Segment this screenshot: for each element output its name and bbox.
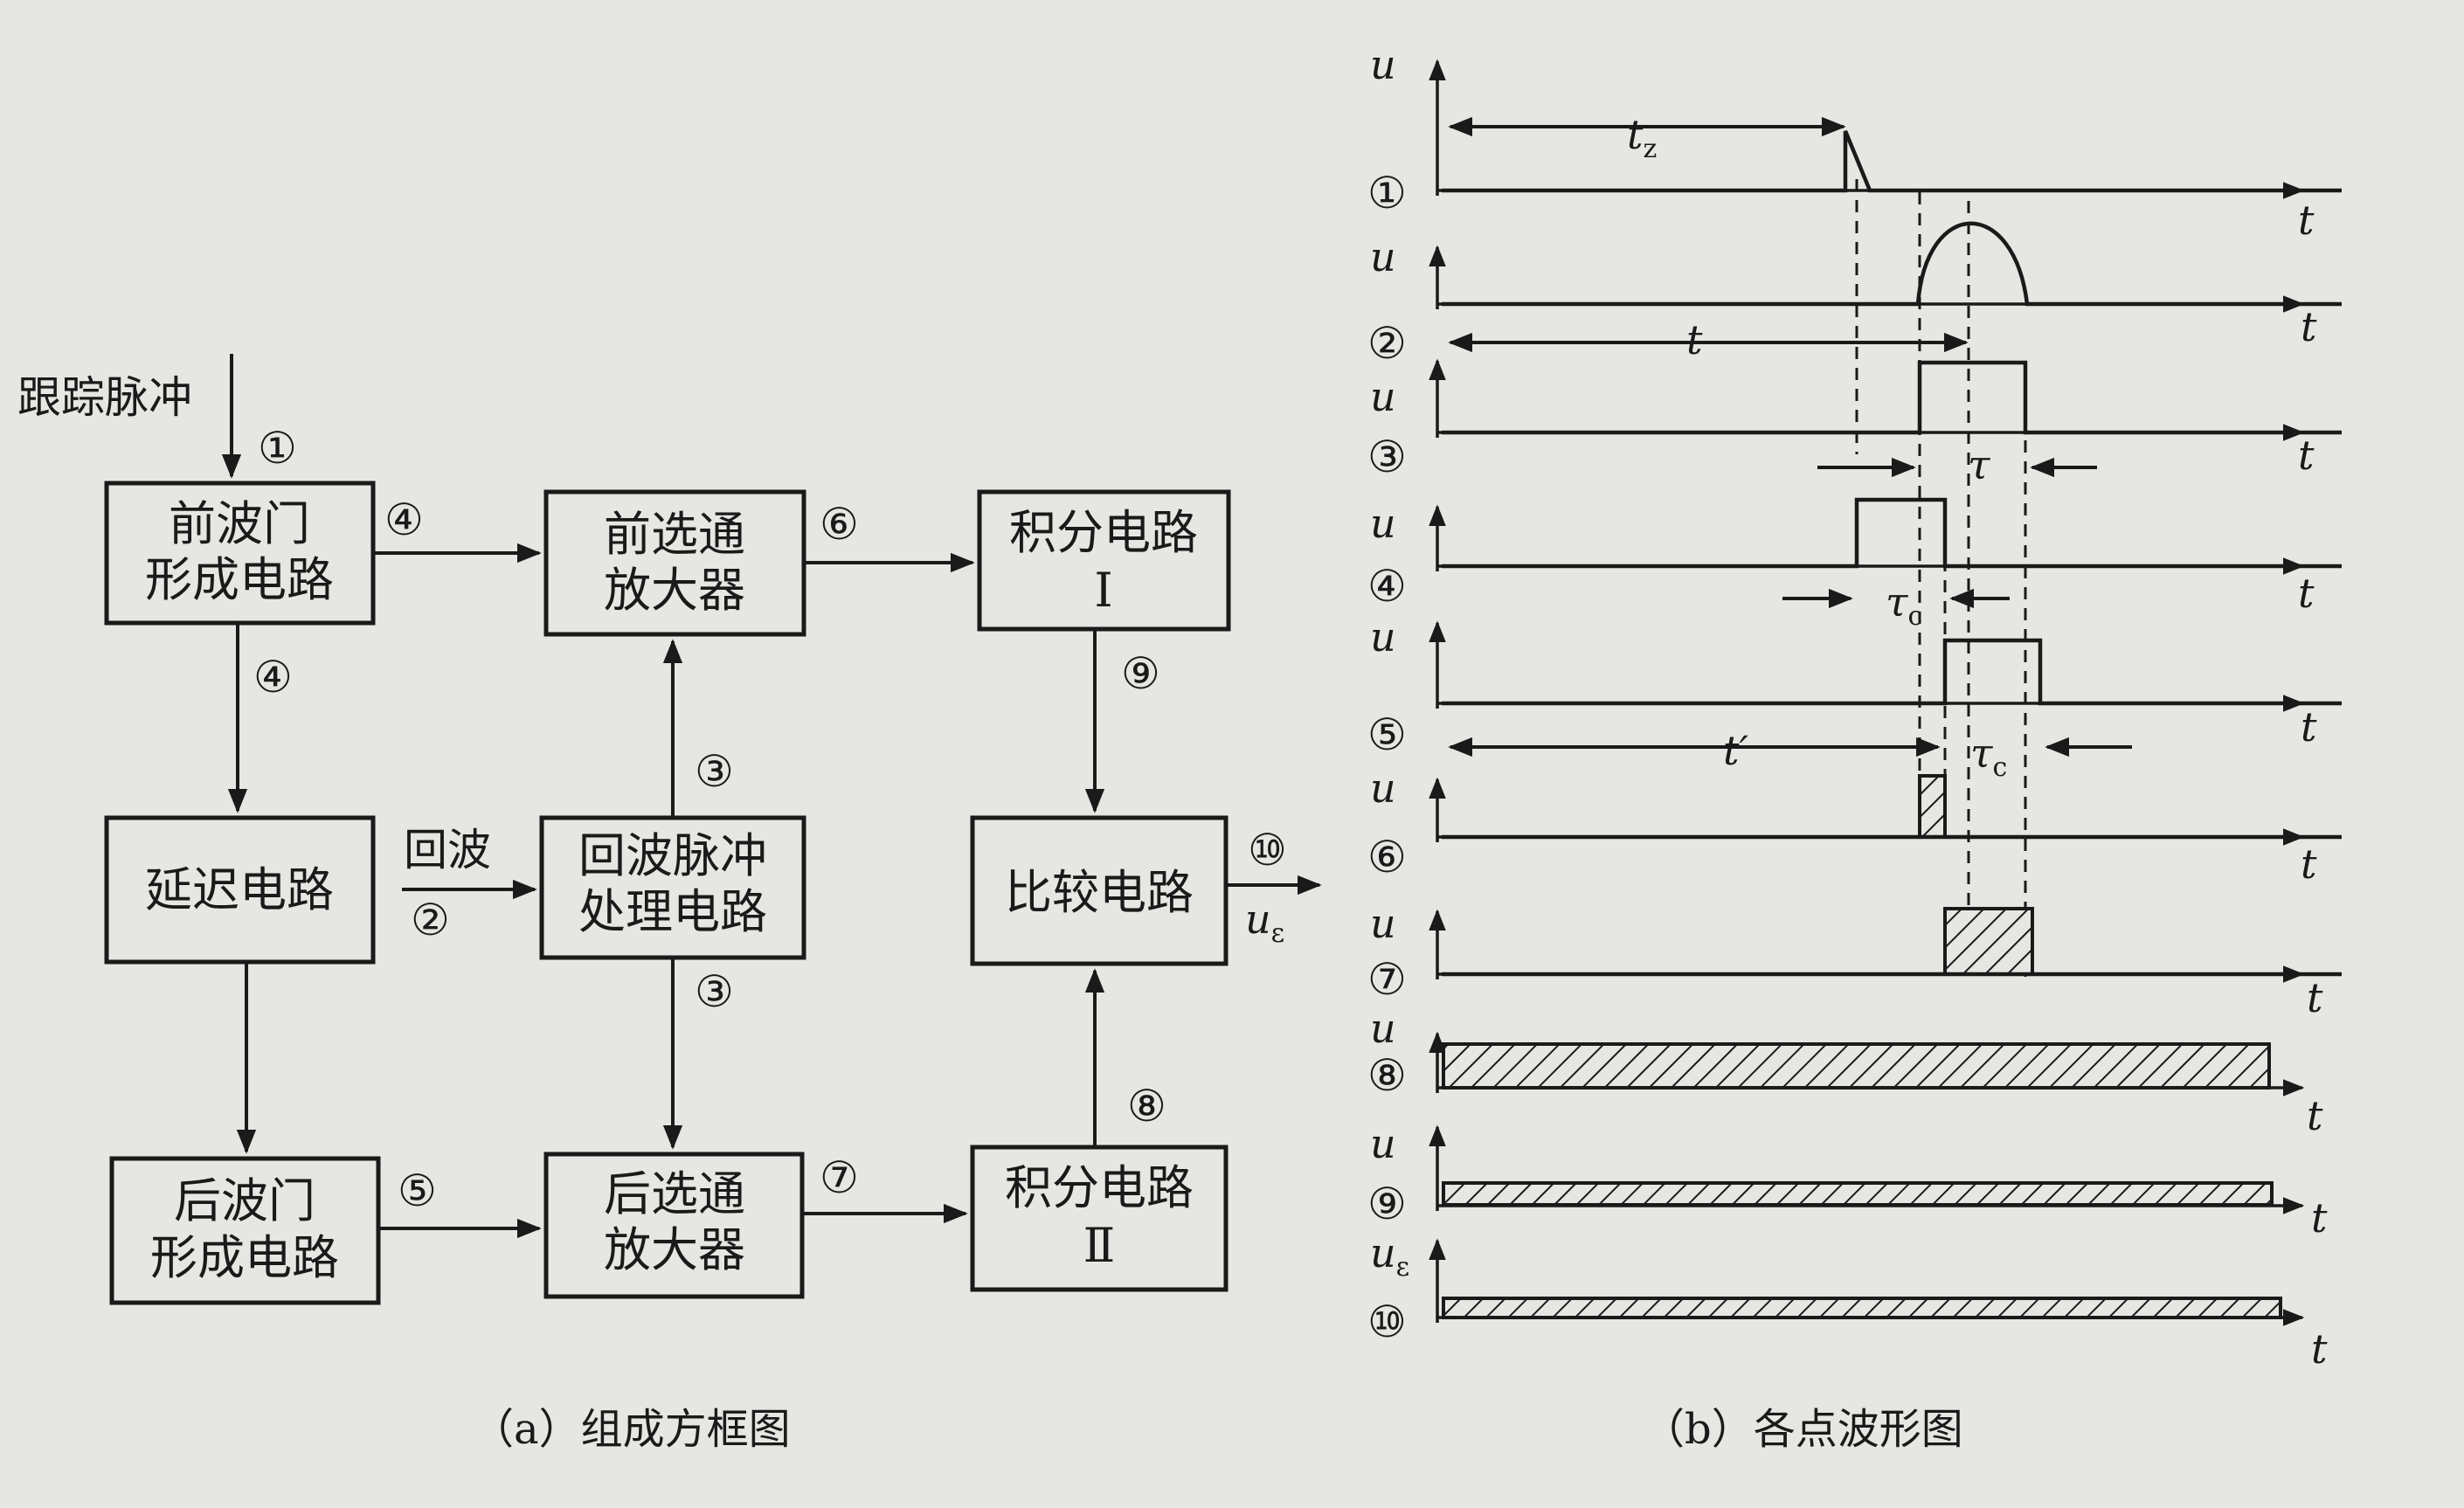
front-gate-line2: 形成电路 xyxy=(145,552,334,607)
marker-3-diagram-up: ③ xyxy=(695,746,734,797)
wave-6-pulse xyxy=(1918,774,1947,839)
integrator-2-box xyxy=(970,1145,1229,1292)
wave-3 xyxy=(1442,360,2342,435)
tauc-label-row5: τc xyxy=(1970,730,2007,783)
row-marker-2: ② xyxy=(1367,318,1407,369)
int2-line2: Ⅱ xyxy=(1083,1218,1116,1273)
u-label-7: u xyxy=(1370,900,1396,947)
rear-gate-line1: 后波门 xyxy=(174,1173,315,1228)
front-amp-line2: 放大器 xyxy=(604,563,745,618)
marker-5-diagram: ⑤ xyxy=(398,1166,437,1216)
row-marker-9: ⑨ xyxy=(1367,1179,1407,1229)
marker-7-diagram: ⑦ xyxy=(820,1152,859,1203)
wave-7-pulse xyxy=(1943,907,2034,976)
caption-b: （b）各点波形图 xyxy=(1643,1405,1963,1454)
tauc-label-row4: τc xyxy=(1886,578,1922,632)
row-marker-7: ⑦ xyxy=(1367,954,1407,1005)
delay-label: 延迟电路 xyxy=(145,862,334,917)
u-label-3: u xyxy=(1370,373,1396,420)
marker-10-diagram: ⑩ xyxy=(1248,825,1287,875)
echo-proc-line2: 处理电路 xyxy=(578,884,767,939)
echo-proc-line1: 回波脉冲 xyxy=(578,828,767,883)
t-label-row2: t xyxy=(1686,316,1703,363)
marker-1-diagram: ① xyxy=(258,423,297,474)
tprime-label: t′ xyxy=(1723,727,1748,774)
rear-gate-line2: 形成电路 xyxy=(150,1230,339,1285)
rear-amp-line1: 后选通 xyxy=(604,1166,745,1221)
wave-1 xyxy=(1442,130,2342,193)
rear-amp-line2: 放大器 xyxy=(604,1222,745,1277)
row-marker-4: ④ xyxy=(1367,561,1407,612)
row-marker-10: ⑩ xyxy=(1367,1297,1407,1347)
marker-6-diagram: ⑥ xyxy=(820,499,859,550)
int1-line2: Ⅰ xyxy=(1094,563,1112,618)
output-label: uε xyxy=(1245,896,1284,949)
row-marker-5: ⑤ xyxy=(1367,709,1407,760)
t-label-2: t xyxy=(2301,303,2317,350)
wave-10-block xyxy=(1442,1297,2282,1319)
front-amp-line1: 前选通 xyxy=(604,507,745,562)
int1-line1: 积分电路 xyxy=(1009,505,1198,560)
t-label-8: t xyxy=(2307,1092,2323,1139)
tz-label: tz xyxy=(1627,111,1657,164)
input-label: 跟踪脉冲 xyxy=(17,372,192,423)
rear-amp-box xyxy=(543,1152,805,1299)
u-label-6: u xyxy=(1370,764,1396,812)
wave-5 xyxy=(1442,638,2342,706)
row-marker-6: ⑥ xyxy=(1367,832,1407,882)
compare-label: 比较电路 xyxy=(1005,865,1194,920)
wave-2 xyxy=(1442,221,2342,307)
caption-a: （a）组成方框图 xyxy=(472,1405,791,1454)
t-label-4: t xyxy=(2298,570,2315,617)
tau-label: τ xyxy=(1968,441,1991,488)
u-label-1: u xyxy=(1370,41,1396,88)
t-label-6: t xyxy=(2301,840,2317,888)
t-label-9: t xyxy=(2311,1194,2328,1242)
echo-label: 回波 xyxy=(404,825,491,875)
u-label-8: u xyxy=(1370,1005,1396,1052)
t-label-3: t xyxy=(2298,432,2315,479)
wave-8-block xyxy=(1442,1042,2271,1089)
marker-8-diagram: ⑧ xyxy=(1127,1081,1166,1131)
wave-9-block xyxy=(1442,1181,2274,1207)
rear-gate-box xyxy=(109,1156,381,1305)
u-label-2: u xyxy=(1370,233,1396,280)
marker-3-diagram-down: ③ xyxy=(695,966,734,1017)
block-diagram: 跟踪脉冲 ① 前波门 形成电路 ④ ④ 延迟电路 后波门 形成电路 ⑤ 前选通 … xyxy=(17,354,1322,1454)
t-label-5: t xyxy=(2301,703,2317,751)
t-label-7: t xyxy=(2307,974,2323,1021)
wave-4 xyxy=(1442,497,2342,569)
t-label-10: t xyxy=(2311,1325,2328,1373)
row-marker-1: ① xyxy=(1367,168,1407,218)
integrator-1-box xyxy=(977,489,1231,632)
row-marker-3: ③ xyxy=(1367,432,1407,482)
u-label-10: uε xyxy=(1370,1229,1409,1283)
u-label-4: u xyxy=(1370,500,1396,547)
t-label-1: t xyxy=(2298,197,2315,244)
delay-box xyxy=(104,815,376,965)
u-label-5: u xyxy=(1370,613,1396,661)
int2-line1: 积分电路 xyxy=(1005,1160,1194,1215)
front-gate-line1: 前波门 xyxy=(169,496,310,551)
marker-4-diagram-right: ④ xyxy=(384,495,424,545)
marker-2-diagram: ② xyxy=(411,895,450,945)
compare-box xyxy=(970,815,1229,966)
marker-9-diagram: ⑨ xyxy=(1121,648,1160,699)
u-label-9: u xyxy=(1370,1120,1396,1167)
row-marker-8: ⑧ xyxy=(1367,1050,1407,1101)
marker-4-diagram-down: ④ xyxy=(253,652,293,702)
